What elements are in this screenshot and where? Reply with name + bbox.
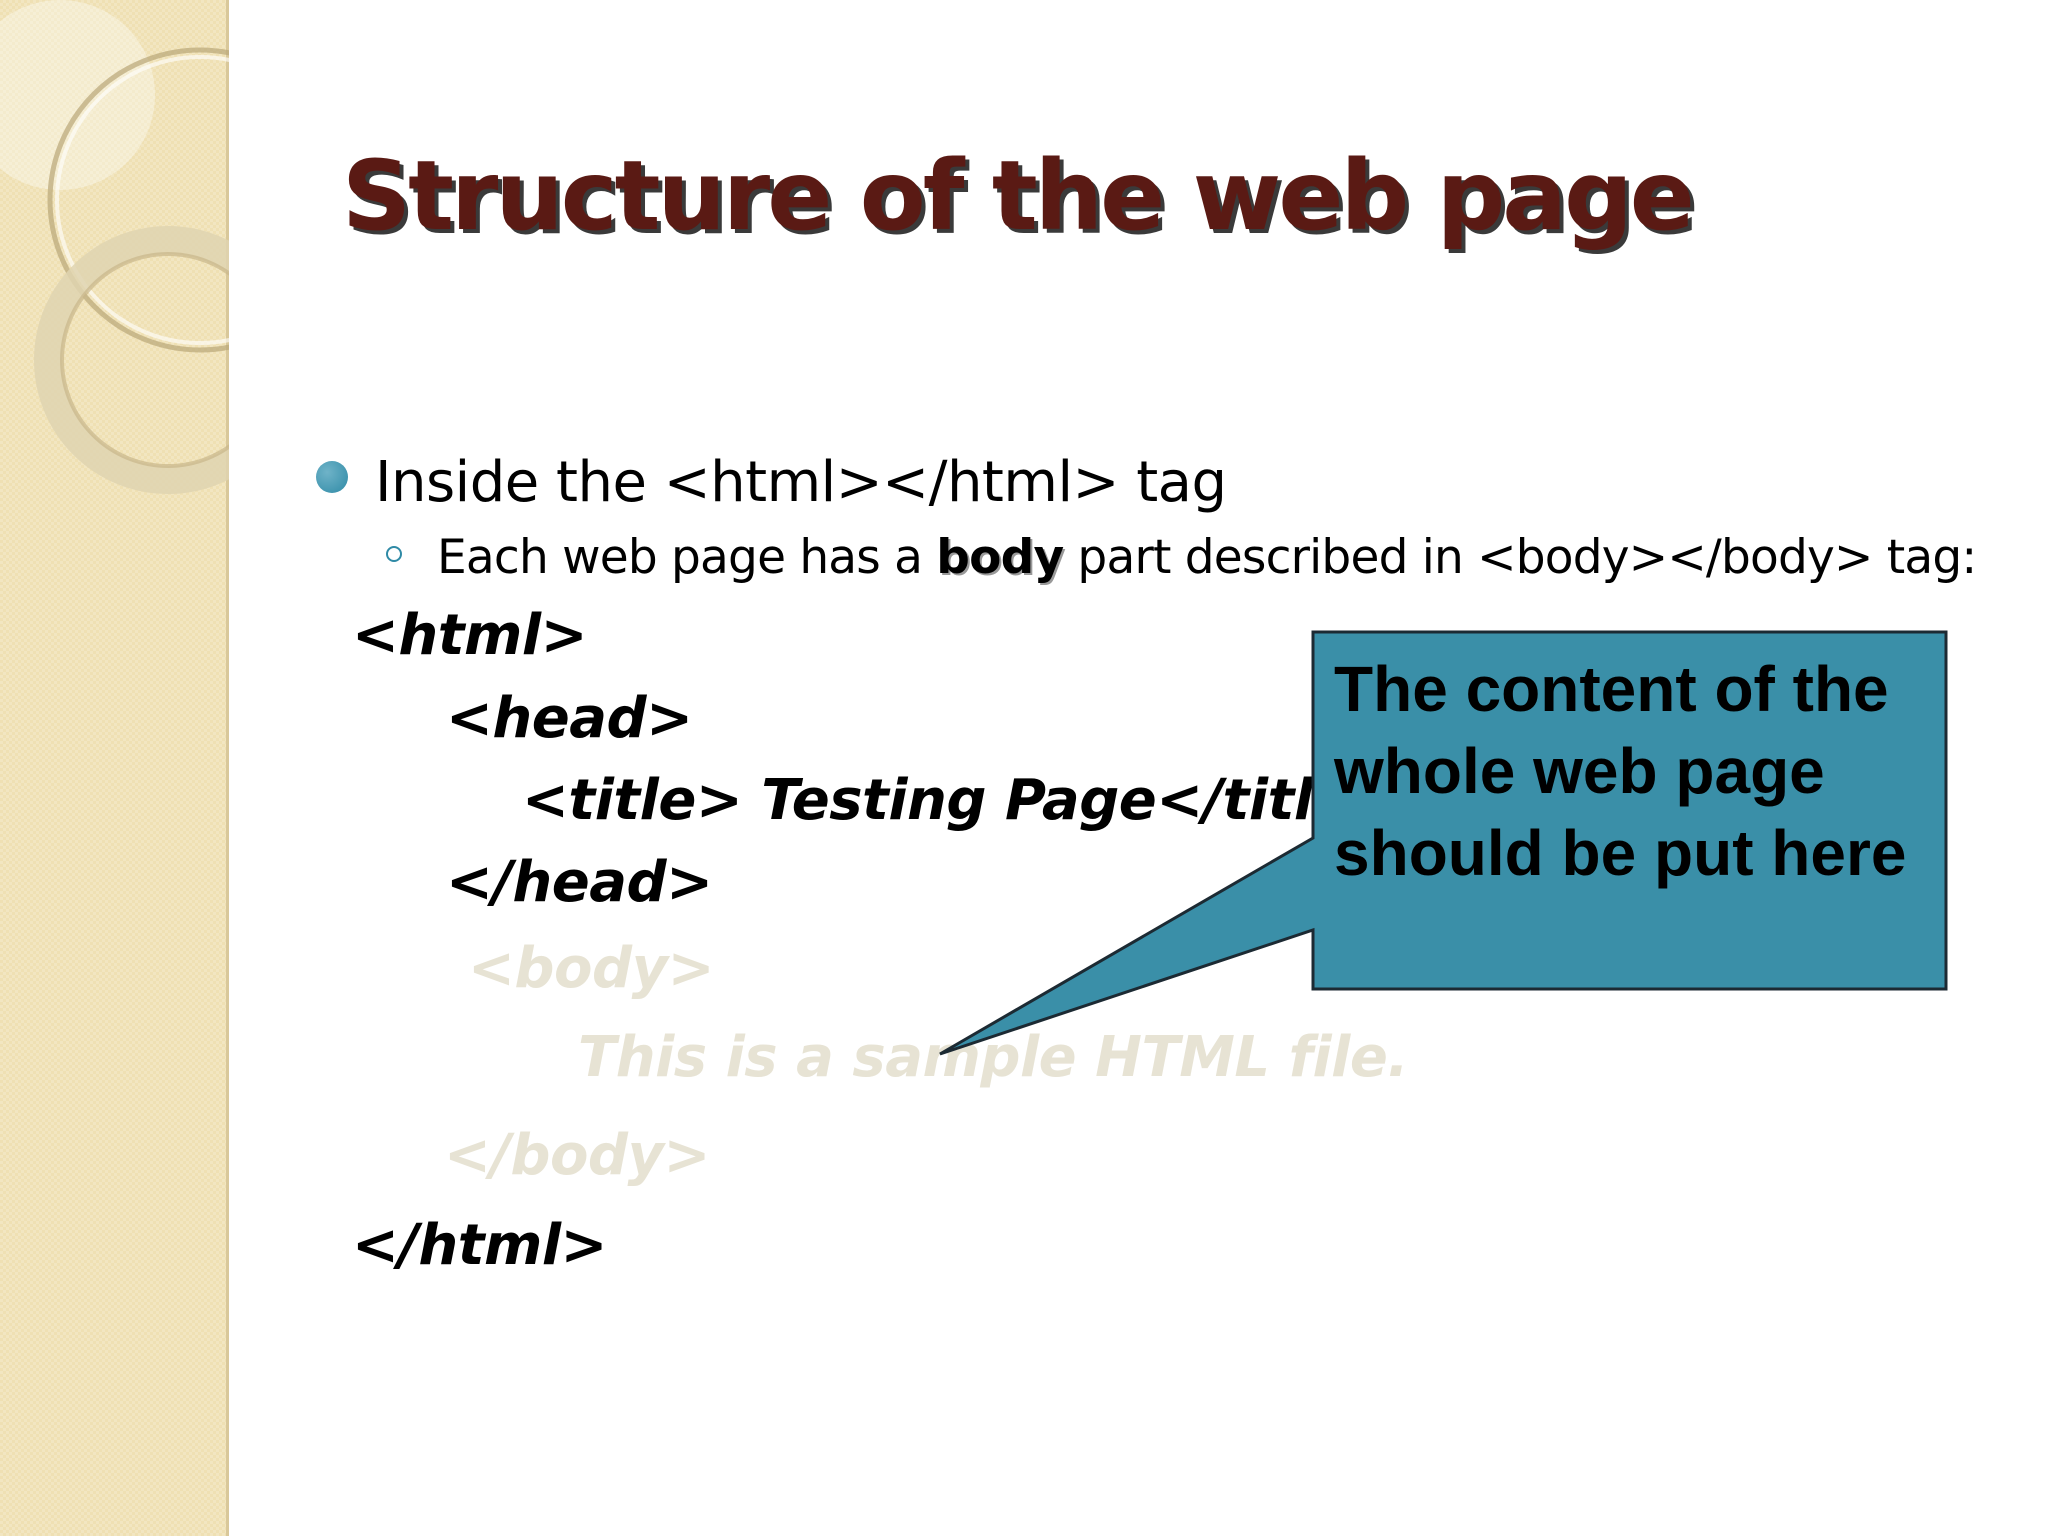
slide-title: Structure of the web page <box>342 140 1695 252</box>
code-head-close: </head> <box>446 850 713 915</box>
bullet-level2-suffix: part described in <body></body> tag: <box>1063 530 1977 585</box>
decorative-rings-icon <box>0 0 229 494</box>
bullet-level2-bold-word: body <box>936 530 1064 585</box>
code-body-close: </body> <box>444 1123 710 1188</box>
callout-text: The content of the whole web page should… <box>1334 653 1907 889</box>
code-title-line: <title> Testing Page</title> <box>522 768 1397 833</box>
bullet-level2-prefix: Each web page has a <box>437 530 937 585</box>
code-html-close: </html> <box>352 1213 607 1278</box>
bullet-dot-icon <box>316 461 348 493</box>
sub-bullet-circle-icon <box>386 546 402 562</box>
bullet-level2-text: Each web page has a body part described … <box>437 530 1977 585</box>
code-html-open: <html> <box>352 603 588 668</box>
bullet-level1-text: Inside the <html></html> tag <box>375 450 1227 515</box>
decorative-band-edge <box>226 0 229 1536</box>
code-body-open: <body> <box>468 936 715 1001</box>
code-head-open: <head> <box>446 686 693 751</box>
code-body-text: This is a sample HTML file. <box>578 1025 1409 1090</box>
